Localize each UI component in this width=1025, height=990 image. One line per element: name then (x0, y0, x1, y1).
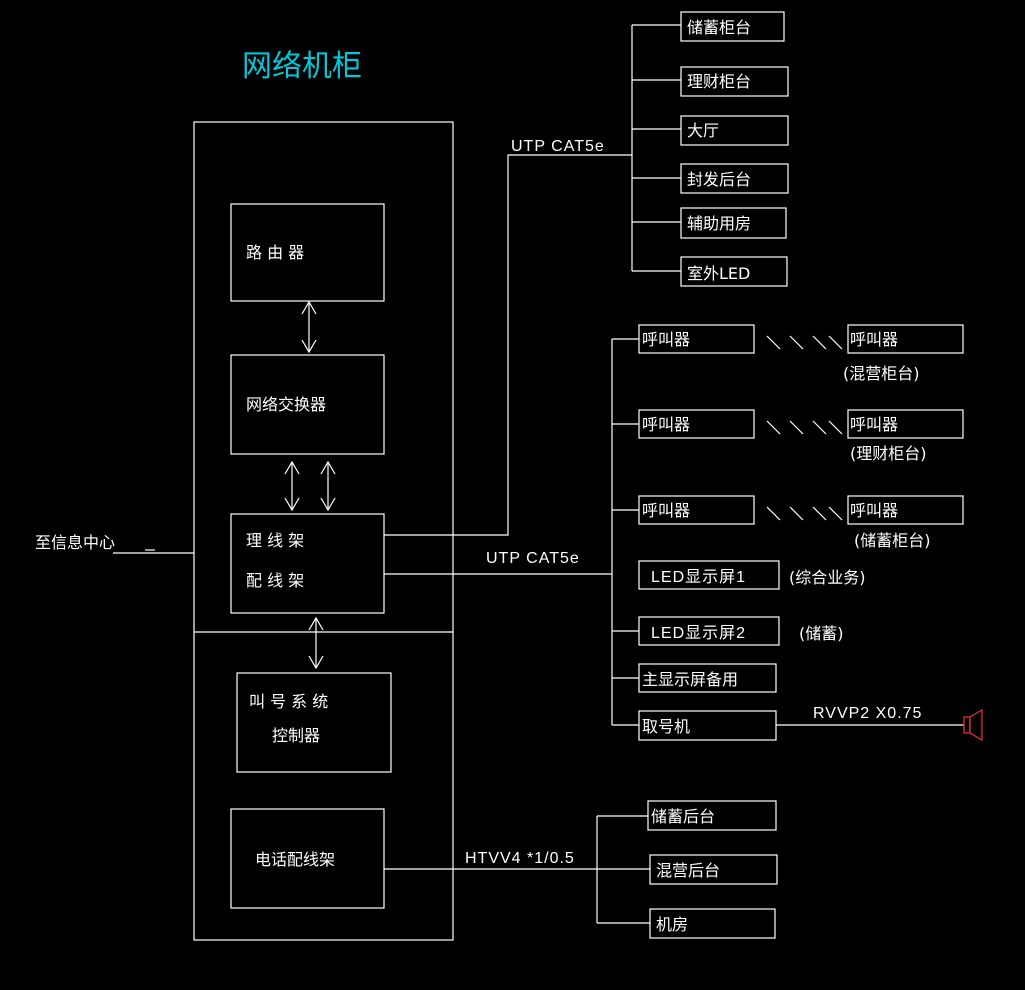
phone-branch: 储蓄后台 (597, 800, 777, 831)
display-row: 取号机 (612, 710, 777, 741)
caller-remote-label: 呼叫器 (850, 501, 898, 520)
phone-frame-box: 电话配线架 (230, 808, 385, 909)
top-branch: 理财柜台 (632, 66, 789, 97)
phone-frame-label: 电话配线架 (255, 850, 335, 869)
branch-label: 储蓄柜台 (687, 18, 751, 37)
display-row: LED显示屏1 (综合业务) (638, 560, 866, 590)
display-label: LED显示屏1 (651, 569, 746, 586)
display-label: LED显示屏2 (651, 625, 746, 642)
queue-controller-label-2: 控制器 (272, 726, 320, 745)
switch-box: 网络交换器 (230, 354, 385, 455)
double-arrow-icon (301, 300, 317, 354)
rvvp-label: RVVP2 X0.75 (813, 705, 922, 722)
utp-mid-label: UTP CAT5e (486, 550, 580, 567)
patch-panel-label-2: 配 线 架 (246, 571, 304, 590)
caller-row: 呼叫器 呼叫器 (理财柜台) (612, 409, 964, 463)
top-branch: 封发后台 (632, 163, 789, 194)
caller-row: 呼叫器 呼叫器 (混营柜台) (612, 324, 964, 383)
diagram-title: 网络机柜 (242, 49, 362, 84)
speaker-icon (963, 708, 983, 742)
to-info-center-label: 至信息中心 (35, 533, 115, 552)
caller-note: (混营柜台) (843, 364, 920, 383)
caller-label: 呼叫器 (642, 501, 690, 520)
queue-controller-label-1: 叫 号 系 统 (249, 692, 328, 711)
phone-branch-label: 储蓄后台 (651, 807, 715, 826)
display-note: (储蓄) (799, 624, 844, 643)
caller-note: (储蓄柜台) (854, 531, 931, 550)
patch-panel-label-1: 理 线 架 (246, 531, 304, 550)
switch-label: 网络交换器 (246, 395, 326, 414)
double-arrow-icon (284, 460, 300, 512)
display-label: 取号机 (642, 717, 690, 736)
caller-remote-label: 呼叫器 (850, 330, 898, 349)
caller-row: 呼叫器 呼叫器 (储蓄柜台) (612, 495, 964, 550)
phone-branch: 机房 (597, 908, 776, 939)
branch-label: 辅助用房 (687, 214, 751, 233)
router-box: 路 由 器 (230, 203, 385, 302)
top-branch: 大厅 (632, 115, 789, 146)
branch-label: 封发后台 (687, 170, 751, 189)
branch-label: 大厅 (687, 121, 719, 140)
top-branch: 辅助用房 (632, 207, 787, 239)
utp-top-label: UTP CAT5e (511, 138, 605, 155)
router-label: 路 由 器 (246, 243, 304, 262)
phone-branch: 混营后台 (597, 854, 778, 885)
display-row: LED显示屏2 (储蓄) (612, 616, 844, 646)
double-arrow-icon (320, 460, 336, 512)
caller-label: 呼叫器 (642, 415, 690, 434)
display-label: 主显示屏备用 (642, 670, 738, 689)
display-note: (综合业务) (789, 568, 866, 587)
branch-label: 理财柜台 (687, 72, 751, 91)
utp-top-line (384, 154, 632, 536)
phone-branch-label: 混营后台 (656, 861, 720, 880)
caller-remote-label: 呼叫器 (850, 415, 898, 434)
caller-note: (理财柜台) (850, 444, 927, 463)
branch-label: 室外LED (687, 264, 750, 283)
htvv-label: HTVV4 *1/0.5 (465, 850, 575, 867)
patch-panel-box: 理 线 架 配 线 架 (230, 513, 385, 614)
double-arrow-icon (308, 616, 324, 670)
queue-controller-box: 叫 号 系 统 控制器 (236, 672, 392, 773)
top-branch: 室外LED (632, 256, 788, 287)
caller-label: 呼叫器 (642, 330, 690, 349)
top-branch: 储蓄柜台 (632, 11, 785, 42)
phone-branch-label: 机房 (656, 915, 688, 934)
display-row: 主显示屏备用 (612, 663, 777, 693)
